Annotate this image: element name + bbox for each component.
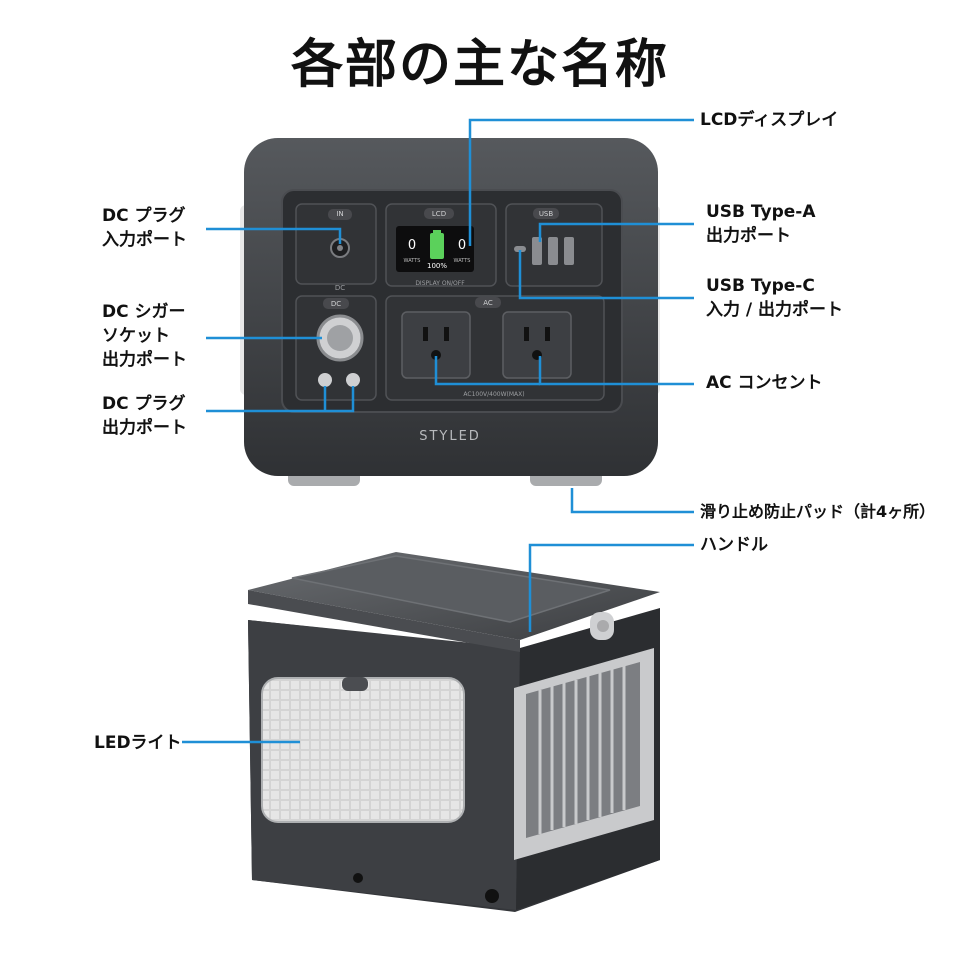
label-usb-a: USB Type-A 出力ポート bbox=[706, 202, 816, 246]
ac-button-label: AC bbox=[483, 299, 493, 307]
lcd-input-watts: 0 bbox=[408, 238, 416, 253]
dc-button-label: DC bbox=[331, 300, 341, 308]
usb-a-port bbox=[564, 237, 574, 265]
label-pad: 滑り止め防止パッド（計4ヶ所） bbox=[700, 502, 936, 521]
display-caption: DISPLAY ON/OFF bbox=[415, 280, 465, 287]
lcd-unit-right: WATTS bbox=[454, 258, 471, 264]
angled-unit bbox=[248, 552, 660, 912]
lcd-percent: 100% bbox=[427, 262, 447, 270]
dc-out-port bbox=[346, 373, 360, 387]
usb-button-label: USB bbox=[539, 210, 554, 218]
label-led: LEDライト bbox=[94, 733, 182, 753]
brand-logo-text: STYLED bbox=[419, 429, 481, 444]
label-handle: ハンドル bbox=[700, 535, 768, 555]
in-label: IN bbox=[336, 210, 343, 218]
label-cigar: DC シガー ソケット 出力ポート bbox=[102, 302, 187, 370]
page-title: 各部の主な名称 bbox=[290, 35, 669, 95]
dc-caption: DC bbox=[335, 284, 345, 292]
ac-outlet bbox=[502, 311, 572, 379]
lcd-unit-left: WATTS bbox=[404, 258, 421, 264]
led-light bbox=[261, 677, 465, 823]
label-dc-in: DC プラグ 入力ポート bbox=[102, 206, 187, 250]
dc-out-port bbox=[318, 373, 332, 387]
label-dc-out: DC プラグ 出力ポート bbox=[102, 394, 187, 438]
callout-lines bbox=[182, 118, 694, 744]
usb-a-port bbox=[532, 237, 542, 265]
usb-c-port bbox=[514, 246, 526, 252]
label-usb-c: USB Type-C 入力 / 出力ポート bbox=[706, 276, 844, 320]
lcd-button-label: LCD bbox=[432, 210, 446, 218]
usb-a-port bbox=[548, 237, 558, 265]
label-lcd: LCDディスプレイ bbox=[700, 110, 839, 130]
front-unit bbox=[240, 138, 660, 486]
ac-caption: AC100V/400W(MAX) bbox=[463, 391, 524, 398]
label-ac: AC コンセント bbox=[706, 373, 823, 393]
lcd-output-watts: 0 bbox=[458, 238, 466, 253]
